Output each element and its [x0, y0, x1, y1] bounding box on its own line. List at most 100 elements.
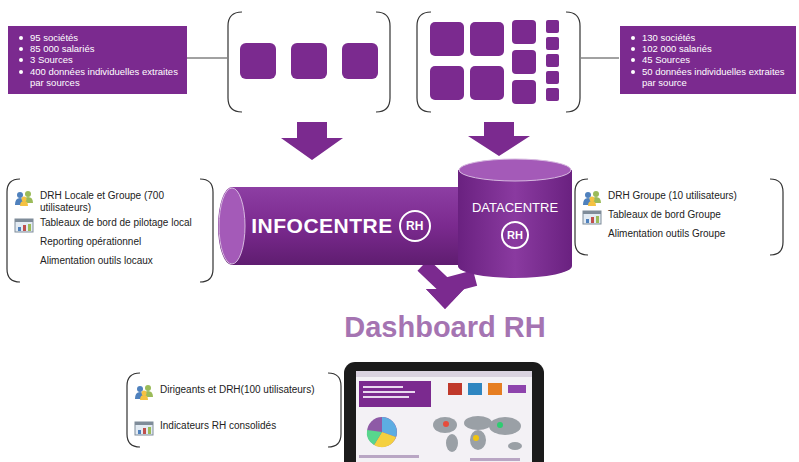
icon-spacer — [14, 255, 34, 271]
source-square — [342, 43, 378, 79]
bullet-item: 400 données individuelles extraites par … — [16, 66, 181, 88]
source-group-left — [187, 12, 390, 112]
users-panel: DRH Locale et Groupe (700 utilisateurs) T… — [6, 178, 214, 283]
panel-row: Tableaux de bord Groupe — [582, 209, 772, 225]
map-dot — [443, 421, 449, 427]
map-dot — [497, 422, 503, 428]
people-icon — [134, 384, 154, 400]
panel-text: Alimentation outils locaux — [40, 255, 153, 267]
panel-row: Indicateurs RH consolidés — [134, 420, 330, 436]
source-square — [470, 22, 504, 56]
screen-logo — [448, 383, 462, 395]
icon-spacer — [14, 236, 34, 252]
screen-bar — [356, 371, 532, 377]
panel-row: Tableaux de bord de pilotage local — [14, 217, 202, 233]
map-dot — [473, 435, 479, 441]
source-square — [240, 43, 276, 79]
infocentre-cylinder: INFOCENTRERH — [218, 187, 468, 265]
leader-line — [581, 58, 619, 59]
world-map — [489, 417, 521, 435]
panel-row: DRH Groupe (10 utilisateurs) — [582, 190, 772, 206]
rh-badge: RH — [399, 210, 431, 242]
pie-slice — [367, 430, 382, 445]
panel-text: Reporting opérationnel — [40, 236, 141, 248]
users-panel: Dirigeants et DRH(100 utilisateurs) Indic… — [126, 372, 342, 448]
pie-chart — [367, 417, 397, 447]
screen-line — [359, 455, 419, 458]
datacentre-cylinder: DATACENTRE RH — [458, 158, 572, 278]
icon-spacer — [582, 228, 602, 244]
source-square — [470, 66, 504, 100]
source-square — [546, 88, 559, 101]
chart-icon — [134, 420, 154, 436]
cylinder-title: DATACENTRE — [472, 200, 558, 215]
source-square — [512, 50, 536, 74]
dashboard-heading: Dashboard RH — [320, 312, 570, 344]
panel-row: Alimentation outils locaux — [14, 255, 202, 271]
cylinder-title: INFOCENTRE — [251, 214, 393, 238]
bracket-outline — [126, 372, 342, 448]
rh-badge: RH — [501, 221, 529, 249]
bullet-item: 85 000 salariés — [16, 43, 181, 54]
people-icon — [14, 190, 34, 206]
flow-arrow — [445, 278, 475, 289]
bracket — [376, 12, 390, 112]
tablet-body — [344, 362, 544, 462]
leader-line — [187, 58, 227, 59]
cylinder-label: INFOCENTRERH — [244, 187, 438, 265]
bullet-item: 130 sociétés — [628, 32, 790, 43]
panel-text: DRH Locale et Groupe (700 utilisateurs) — [40, 190, 202, 214]
panel-row: Alimentation outils Groupe — [582, 228, 772, 244]
bracket — [228, 12, 242, 112]
screen-line — [470, 458, 520, 461]
screen-logo — [488, 383, 502, 395]
source-group-right — [417, 12, 619, 112]
heading-text: Dashboard RH — [320, 312, 570, 344]
people-icon — [582, 190, 602, 206]
source-square — [546, 20, 559, 33]
world-map — [446, 434, 458, 452]
panel-text: Tableaux de bord Groupe — [608, 209, 721, 221]
panel-text: Tableaux de bord de pilotage local — [40, 217, 192, 229]
down-arrow — [468, 122, 530, 156]
source-square — [512, 80, 536, 104]
chart-icon — [582, 209, 602, 225]
source-square — [546, 37, 559, 50]
bullet-item: 3 Sources — [16, 54, 181, 65]
bullet-item: 50 données individuelles extraites par s… — [628, 66, 790, 88]
screen-line — [363, 386, 403, 388]
users-panel: DRH Groupe (10 utilisateurs) Tableaux de … — [574, 178, 784, 256]
bullet-item: 45 Sources — [628, 54, 790, 65]
bullet-item: 95 sociétés — [16, 32, 181, 43]
stats-box: 95 sociétés85 000 salariés3 Sources400 d… — [8, 26, 187, 94]
chart-icon — [14, 217, 34, 233]
screen-panel — [359, 381, 431, 407]
screen-line — [363, 391, 415, 393]
tablet-screen — [356, 371, 532, 462]
panel-text: Alimentation outils Groupe — [608, 228, 725, 240]
source-square — [546, 71, 559, 84]
source-square — [546, 54, 559, 67]
panel-row: Reporting opérationnel — [14, 236, 202, 252]
world-map — [470, 430, 486, 450]
panel-row: DRH Locale et Groupe (700 utilisateurs) — [14, 190, 202, 214]
source-square — [512, 20, 536, 44]
source-square — [291, 43, 327, 79]
panel-row: Dirigeants et DRH(100 utilisateurs) — [134, 384, 330, 400]
panel-text: Indicateurs RH consolidés — [160, 420, 276, 432]
panel-text: DRH Groupe (10 utilisateurs) — [608, 190, 737, 202]
bracket — [566, 12, 580, 112]
down-arrow — [281, 122, 343, 160]
screen-line — [363, 396, 409, 398]
cylinder-shape — [458, 158, 572, 278]
world-map — [508, 442, 522, 450]
cylinder-label: DATACENTRE RH — [460, 184, 570, 264]
world-map — [433, 417, 457, 433]
bracket — [417, 12, 431, 112]
screen-logo — [468, 383, 482, 395]
tablet-illustration — [344, 362, 544, 462]
screen-logo — [508, 385, 526, 393]
panel-text: Dirigeants et DRH(100 utilisateurs) — [160, 384, 315, 396]
source-square — [430, 22, 464, 56]
